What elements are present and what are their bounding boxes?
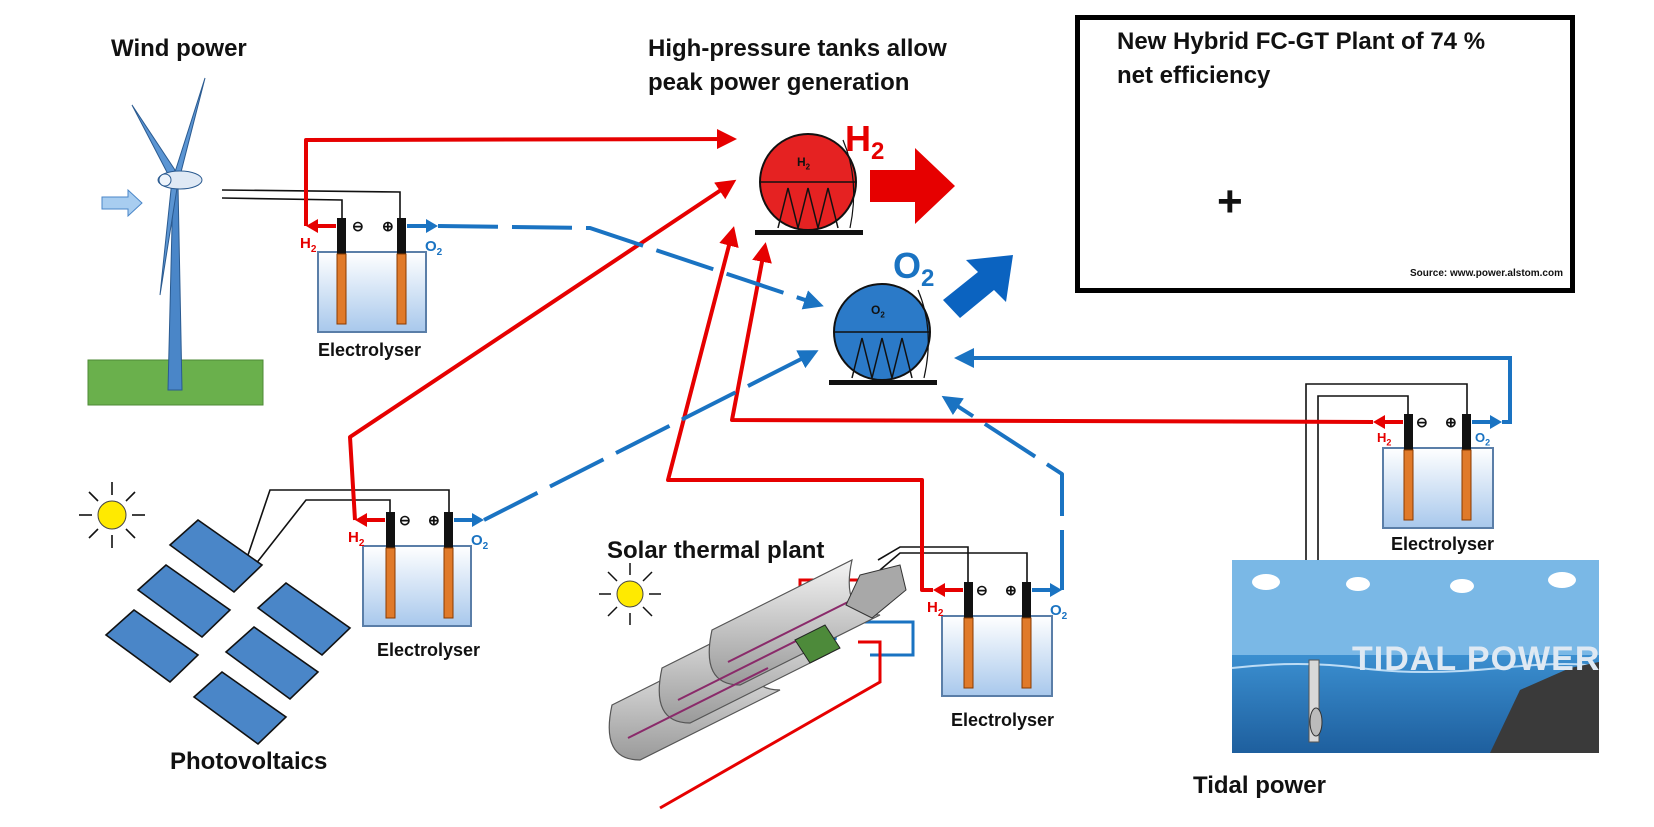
tidal-turbine-icon [1309, 707, 1323, 737]
inset-source: Source: www.power.alstom.com [1410, 268, 1563, 279]
wind-turbine [87, 77, 264, 406]
o2-label-wind: O2 [425, 238, 443, 258]
inset-title: New Hybrid FC-GT Plant of 74 % net effic… [1117, 25, 1485, 93]
cloud-icons [1252, 572, 1576, 593]
oxygen-tank [829, 255, 1013, 385]
electrolyser-label-tidal: Electrolyser [1391, 534, 1495, 554]
sun-icon-pv [79, 482, 145, 548]
tanks-caption-line1: High-pressure tanks allow [648, 35, 947, 62]
o2-output-arrow-icon [943, 255, 1013, 318]
o2-tank-label: O2 [871, 303, 885, 320]
electrolyser-label-solar: Electrolyser [951, 710, 1055, 730]
plus-symbol: ⊕ [1445, 414, 1457, 430]
hybrid-plant-inset [1075, 15, 1575, 293]
photovoltaic-panels [79, 482, 352, 746]
wind-arrow-icon [101, 188, 143, 218]
tanks-caption-line2: peak power generation [648, 69, 910, 96]
h2-tank-label: H2 [797, 155, 811, 172]
electrolyser-wind [306, 218, 438, 333]
electrolyser-pv [355, 512, 484, 627]
solar-thermal-plant [599, 558, 915, 810]
inset-title-line2: net efficiency [1117, 62, 1271, 89]
power-wires [221, 189, 1468, 668]
o2-output-label: O2 [893, 245, 935, 293]
hydrogen-pipes [304, 129, 1374, 592]
oxygen-pipes [437, 224, 1064, 590]
h2-label-wind: H2 [300, 235, 317, 255]
minus-symbol: ⊖ [399, 512, 411, 528]
h2-output-arrow-icon [870, 148, 955, 224]
o2-label-pv: O2 [471, 532, 489, 552]
electrolyser-solar-thermal [933, 582, 1062, 697]
inset-title-line1: New Hybrid FC-GT Plant of 74 % [1117, 28, 1486, 55]
solar-thermal-label: Solar thermal plant [607, 537, 825, 564]
h2-label-tidal: H2 [1377, 430, 1392, 448]
tidal-power-label: Tidal power [1193, 772, 1326, 799]
electrolyser-tidal [1373, 414, 1502, 529]
plus-symbol: ⊕ [382, 218, 394, 234]
electrolyser-label-wind: Electrolyser [318, 340, 422, 360]
tidal-scene [1231, 560, 1600, 753]
h2-output-label: H2 [845, 118, 885, 166]
h2-label-pv: H2 [348, 529, 365, 549]
turbine-icon [794, 624, 841, 664]
tidal-power-banner: TIDAL POWER [1352, 640, 1601, 678]
sun-icon-solar [599, 563, 661, 625]
minus-symbol: ⊖ [1416, 414, 1428, 430]
inset-plus-sign: + [1217, 177, 1243, 226]
wind-power-label: Wind power [111, 35, 247, 62]
hydrogen-tank [755, 133, 955, 235]
electrolyser-label-pv: Electrolyser [377, 640, 481, 660]
minus-symbol: ⊖ [352, 218, 364, 234]
plus-symbol: ⊕ [428, 512, 440, 528]
plus-symbol: ⊕ [1005, 582, 1017, 598]
o2-label-tidal: O2 [1475, 430, 1491, 448]
h2-label-solar: H2 [927, 599, 944, 619]
oxygen-pipe-tidal [954, 348, 1512, 424]
generator-icon [845, 564, 907, 619]
photovoltaics-label: Photovoltaics [170, 748, 328, 775]
minus-symbol: ⊖ [976, 582, 988, 598]
o2-label-solar: O2 [1050, 602, 1068, 622]
